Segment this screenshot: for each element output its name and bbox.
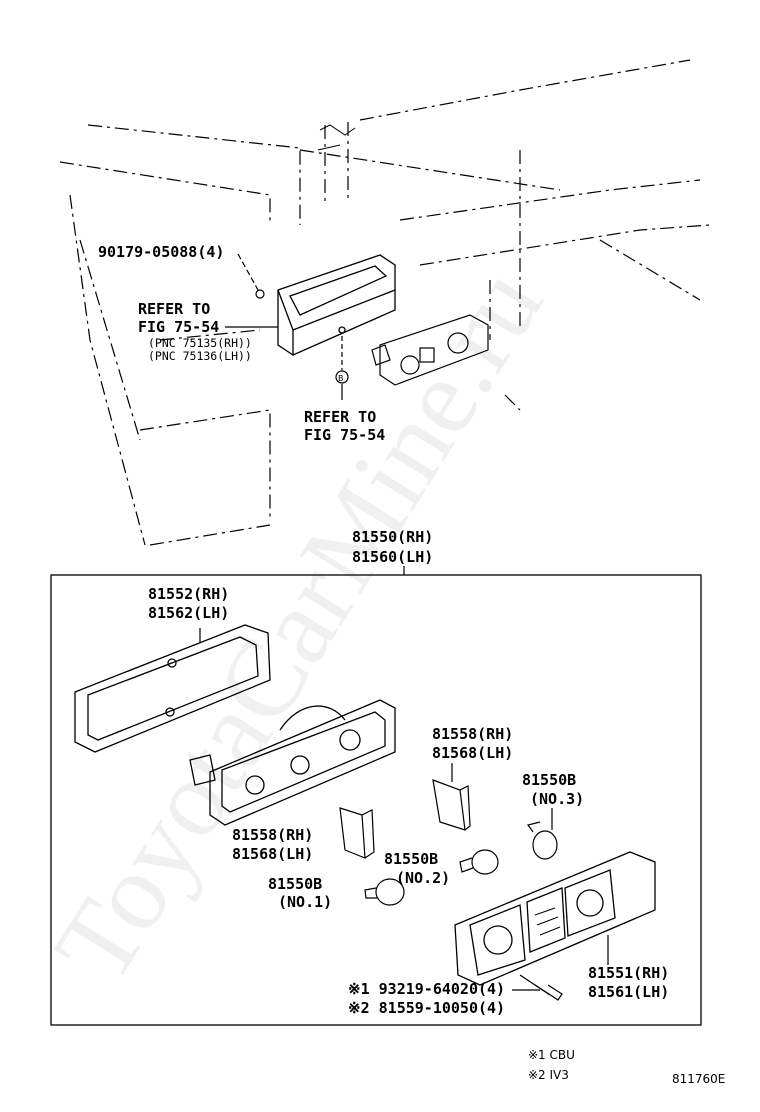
pnc-lh-label: (PNC 75136(LH)) xyxy=(148,349,252,363)
socket-upper-lh-number: 81568(LH) xyxy=(432,744,514,762)
lamp-lens xyxy=(454,851,656,986)
bulb1-position-label: (NO.1) xyxy=(278,893,333,911)
bulb3-position-label: (NO.3) xyxy=(530,790,585,808)
gasket-lh-number: 81562(LH) xyxy=(148,604,230,622)
assembly-lh-number: 81560(LH) xyxy=(352,548,434,566)
bolt-icon xyxy=(255,289,265,299)
refer-to-label-1: REFER TO xyxy=(138,300,211,318)
bulb1-part-number: 81550B xyxy=(268,875,323,893)
gasket-part xyxy=(74,624,271,753)
screw2-part-number: ※2 81559-10050(4) xyxy=(348,999,506,1017)
figure-code: 811760E xyxy=(672,1072,726,1086)
lens-lh-number: 81561(LH) xyxy=(588,983,670,1001)
bulb-no2 xyxy=(459,849,499,875)
footnote-1: ※1 CBU xyxy=(528,1048,575,1062)
socket-upper-rh-number: 81558(RH) xyxy=(432,725,514,743)
screw-part xyxy=(519,974,563,1001)
pnc-rh-label: (PNC 75135(RH)) xyxy=(148,336,252,350)
bulb2-position-label: (NO.2) xyxy=(396,869,451,887)
bulb2-part-number: 81550B xyxy=(384,850,439,868)
callout-marker-b xyxy=(335,370,349,384)
bulb-no1 xyxy=(364,878,405,906)
screw1-part-number: ※1 93219-64020(4) xyxy=(348,980,506,998)
gasket-rh-number: 81552(RH) xyxy=(148,585,230,603)
vehicle-body-outline xyxy=(59,59,711,546)
socket-lower xyxy=(339,807,375,859)
bulb3-part-number: 81550B xyxy=(522,771,577,789)
socket-upper xyxy=(432,779,471,831)
lamp-housing xyxy=(189,699,396,826)
svg-text:B: B xyxy=(338,374,344,383)
assembly-rh-number: 81550(RH) xyxy=(352,528,434,546)
lamp-assembly-top xyxy=(371,314,489,386)
body-section-hatch xyxy=(317,124,356,151)
socket-lower-rh-number: 81558(RH) xyxy=(232,826,314,844)
bulb-no3 xyxy=(526,821,558,860)
socket-lower-lh-number: 81568(LH) xyxy=(232,845,314,863)
bolt-part-number: 90179-05088(4) xyxy=(98,243,225,261)
detail-box xyxy=(50,574,702,1026)
footnote-2: ※2 IV3 xyxy=(528,1068,569,1082)
fig-ref-label-2: FIG 75-54 xyxy=(304,426,386,444)
lens-rh-number: 81551(RH) xyxy=(588,964,670,982)
refer-to-label-2: REFER TO xyxy=(304,408,377,426)
fig-ref-label-1: FIG 75-54 xyxy=(138,318,220,336)
mounting-bracket xyxy=(277,254,396,356)
